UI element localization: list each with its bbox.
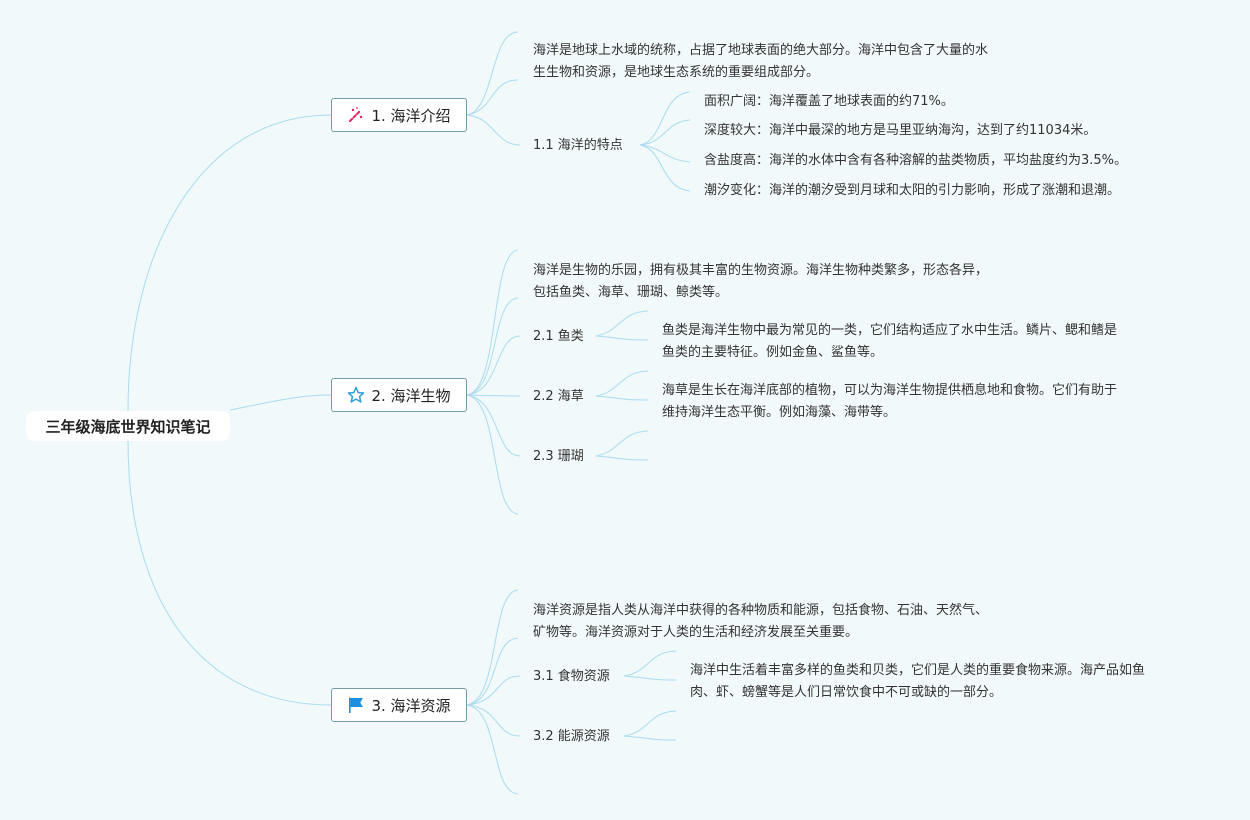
link-b3-b bbox=[466, 637, 519, 706]
link-root-branch-2 bbox=[229, 394, 332, 411]
star-icon bbox=[347, 386, 365, 404]
link-23-b bbox=[595, 455, 649, 461]
branch-2-intro-line-2: 包括鱼类、海草、珊瑚、鲸类等。 bbox=[533, 285, 729, 300]
flag-icon bbox=[347, 696, 365, 714]
link-22-b bbox=[595, 395, 649, 401]
link-b3-e bbox=[466, 704, 519, 795]
link-32-a bbox=[623, 710, 677, 737]
link-21-b bbox=[595, 335, 649, 341]
branch-label-2: 2. 海洋生物 bbox=[371, 386, 451, 405]
sub-node-3-1[interactable]: 3.1 食物资源 bbox=[533, 669, 610, 684]
link-b2-b bbox=[466, 297, 519, 396]
link-b2-a bbox=[466, 249, 519, 396]
sub-2-1-desc-line-2: 鱼类的主要特征。例如金鱼、鲨鱼等。 bbox=[662, 345, 884, 360]
sub-node-3-2[interactable]: 3.2 能源资源 bbox=[533, 729, 610, 744]
link-32-b bbox=[623, 735, 677, 741]
link-b2-f bbox=[466, 394, 519, 515]
root-title: 三年级海底世界知识笔记 bbox=[45, 417, 211, 436]
link-b2-e bbox=[466, 394, 521, 457]
feature-item-3: 含盐度高：海洋的水体中含有各种溶解的盐类物质，平均盐度约为3.5%。 bbox=[704, 153, 1128, 168]
link-b1-intro-b bbox=[466, 79, 519, 116]
link-21-a bbox=[595, 310, 649, 337]
link-root-branch-1 bbox=[127, 114, 332, 412]
branch-label-1: 1. 海洋介绍 bbox=[371, 106, 451, 125]
sub-2-2-desc-line-1: 海草是生长在海洋底部的植物，可以为海洋生物提供栖息地和食物。它们有助于 bbox=[662, 383, 1118, 398]
feature-item-4: 潮汐变化：海洋的潮汐受到月球和太阳的引力影响，形成了涨潮和退潮。 bbox=[704, 183, 1121, 198]
feature-item-2: 深度较大：海洋中最深的地方是马里亚纳海沟，达到了约11034米。 bbox=[704, 123, 1097, 138]
link-11-b bbox=[639, 119, 691, 146]
link-31-b bbox=[623, 675, 677, 681]
branch-node-3[interactable]: 3. 海洋资源 bbox=[331, 688, 467, 722]
link-b3-a bbox=[466, 589, 519, 706]
link-11-a bbox=[639, 91, 691, 146]
link-b1-sub bbox=[466, 114, 521, 146]
sub-node-1-1[interactable]: 1.1 海洋的特点 bbox=[533, 138, 623, 153]
magic-wand-icon bbox=[347, 106, 365, 124]
link-11-c bbox=[639, 144, 691, 163]
sub-node-2-3[interactable]: 2.3 珊瑚 bbox=[533, 449, 584, 464]
branch-3-intro-line-1: 海洋资源是指人类从海洋中获得的各种物质和能源，包括食物、石油、天然气、 bbox=[533, 603, 989, 618]
link-b2-c bbox=[466, 335, 521, 396]
link-root-branch-3 bbox=[127, 440, 332, 706]
branch-3-intro-line-2: 矿物等。海洋资源对于人类的生活和经济发展至关重要。 bbox=[533, 625, 859, 640]
link-23-a bbox=[595, 430, 649, 457]
feature-item-1: 面积广阔：海洋覆盖了地球表面的约71%。 bbox=[704, 94, 954, 109]
link-11-d bbox=[639, 144, 691, 192]
sub-node-2-2[interactable]: 2.2 海草 bbox=[533, 389, 584, 404]
branch-1-intro-line-1: 海洋是地球上水域的统称，占据了地球表面的绝大部分。海洋中包含了大量的水 bbox=[533, 43, 989, 58]
branch-2-intro-line-1: 海洋是生物的乐园，拥有极其丰富的生物资源。海洋生物种类繁多，形态各异， bbox=[533, 263, 989, 278]
sub-node-2-1[interactable]: 2.1 鱼类 bbox=[533, 329, 584, 344]
branch-1-intro-line-2: 生生物和资源，是地球生态系统的重要组成部分。 bbox=[533, 65, 820, 80]
link-b1-intro bbox=[466, 31, 519, 116]
branch-label-3: 3. 海洋资源 bbox=[371, 696, 451, 715]
branch-node-2[interactable]: 2. 海洋生物 bbox=[331, 378, 467, 412]
link-31-a bbox=[623, 650, 677, 677]
sub-3-1-desc-line-2: 肉、虾、螃蟹等是人们日常饮食中不可或缺的一部分。 bbox=[690, 685, 1003, 700]
branch-node-1[interactable]: 1. 海洋介绍 bbox=[331, 98, 467, 132]
link-22-a bbox=[595, 370, 649, 397]
sub-2-2-desc-line-2: 维持海洋生态平衡。例如海藻、海带等。 bbox=[662, 405, 897, 420]
link-b2-d bbox=[466, 394, 521, 397]
root-node[interactable]: 三年级海底世界知识笔记 bbox=[26, 411, 230, 441]
link-b3-d bbox=[466, 704, 521, 737]
sub-3-1-desc-line-1: 海洋中生活着丰富多样的鱼类和贝类，它们是人类的重要食物来源。海产品如鱼 bbox=[690, 663, 1146, 678]
sub-2-1-desc-line-1: 鱼类是海洋生物中最为常见的一类，它们结构适应了水中生活。鳞片、鳃和鳍是 bbox=[662, 323, 1118, 338]
link-b3-c bbox=[466, 675, 521, 706]
